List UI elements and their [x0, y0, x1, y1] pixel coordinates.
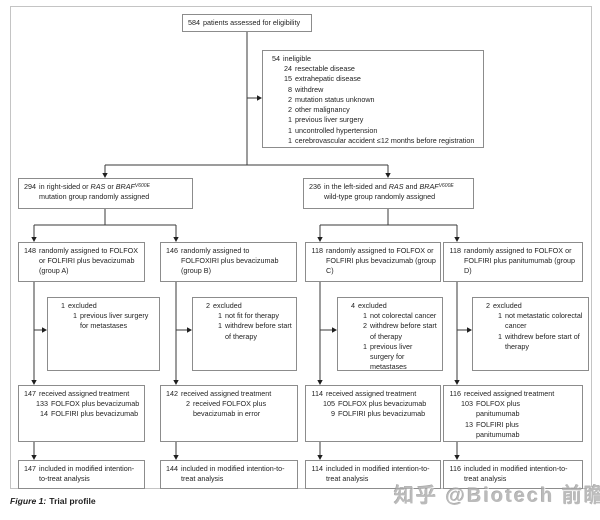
- figure-caption-text: Trial profile: [49, 496, 96, 506]
- figure-caption-label: Figure 1:: [10, 496, 47, 506]
- figure-frame: [10, 6, 592, 489]
- figure-caption: Figure 1:Trial profile: [10, 496, 96, 506]
- watermark-text: 知乎 @Biotech 前瞻: [394, 485, 600, 507]
